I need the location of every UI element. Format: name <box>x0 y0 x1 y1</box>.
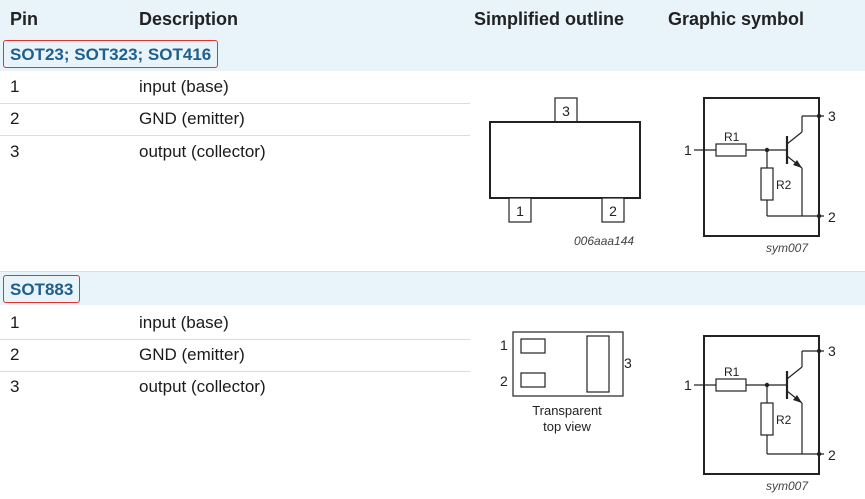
symbol-pin-label: 2 <box>828 447 836 463</box>
pin-number: 3 <box>10 377 20 396</box>
symbol-pin-label: 1 <box>684 142 692 158</box>
pin-description: GND (emitter) <box>139 109 245 128</box>
section-bar-sot23 <box>0 38 865 71</box>
section-divider <box>0 271 865 272</box>
resistor-r1 <box>715 143 747 157</box>
symbol-label: R2 <box>776 178 792 192</box>
pin-description: input (base) <box>139 77 229 96</box>
outline-pin-label: 2 <box>609 203 617 219</box>
row-divider <box>0 371 470 372</box>
resistor-r1 <box>715 378 747 392</box>
symbol-pin-label: 2 <box>828 209 836 225</box>
outline-caption: top view <box>543 419 591 434</box>
graphic-symbol-sot883: R1 R2 1 3 2 sym007 <box>684 335 836 493</box>
pin-number: 2 <box>10 109 20 128</box>
package-label-sot883: SOT883 <box>3 275 81 303</box>
outline-drawing-sot883: 1 2 3 Transparent top view <box>500 331 632 434</box>
header-graphic-symbol: Graphic symbol <box>668 9 805 29</box>
row-divider <box>0 103 470 104</box>
outline-body <box>489 121 641 199</box>
emitter-arrow-icon <box>793 160 802 168</box>
symbol-pin-label: 1 <box>684 377 692 393</box>
outline-pin-label: 2 <box>500 373 508 389</box>
outline-pin-1 <box>508 197 532 223</box>
symbol-pin-label: 3 <box>828 108 836 124</box>
outline-caption: Transparent <box>532 403 602 418</box>
header-simplified-outline: Simplified outline <box>474 9 625 29</box>
outline-code: 006aaa144 <box>574 234 634 248</box>
pin-description: output (collector) <box>139 377 266 396</box>
outline-drawing-sot23: 3 1 2 006aaa144 <box>489 97 641 248</box>
table-header <box>0 0 865 38</box>
outline-pad-3 <box>586 335 610 393</box>
pin-number: 1 <box>10 313 20 332</box>
pin-description: GND (emitter) <box>139 345 245 364</box>
symbol-label: R1 <box>724 365 740 379</box>
emitter-arrow-icon <box>793 395 802 403</box>
pin-description: output (collector) <box>139 142 266 161</box>
package-label-sot23: SOT23; SOT323; SOT416 <box>3 40 219 68</box>
outline-pin-label: 3 <box>562 103 570 119</box>
symbol-code: sym007 <box>766 241 809 255</box>
symbol-label: R2 <box>776 413 792 427</box>
pin-description: input (base) <box>139 313 229 332</box>
graphic-symbol-sot23: R1 R2 1 3 2 sym007 <box>684 97 836 255</box>
pin-number: 3 <box>10 142 20 161</box>
section-bar-sot883 <box>0 272 865 305</box>
outline-pad-2 <box>520 372 546 388</box>
header-description: Description <box>139 9 239 29</box>
outline-pin-label: 3 <box>624 355 632 371</box>
resistor-r2 <box>760 167 774 201</box>
pin-number: 1 <box>10 77 20 96</box>
symbol-pin-label: 3 <box>828 343 836 359</box>
outline-pin-2 <box>601 197 625 223</box>
symbol-code: sym007 <box>766 479 809 493</box>
symbol-label: R1 <box>724 130 740 144</box>
outline-pin-label: 1 <box>500 337 508 353</box>
pin-number: 2 <box>10 345 20 364</box>
outline-pin-label: 1 <box>516 203 524 219</box>
header-pin: Pin <box>10 9 39 29</box>
row-divider <box>0 135 470 136</box>
outline-pad-1 <box>520 338 546 354</box>
row-divider <box>0 339 470 340</box>
resistor-r2 <box>760 402 774 436</box>
